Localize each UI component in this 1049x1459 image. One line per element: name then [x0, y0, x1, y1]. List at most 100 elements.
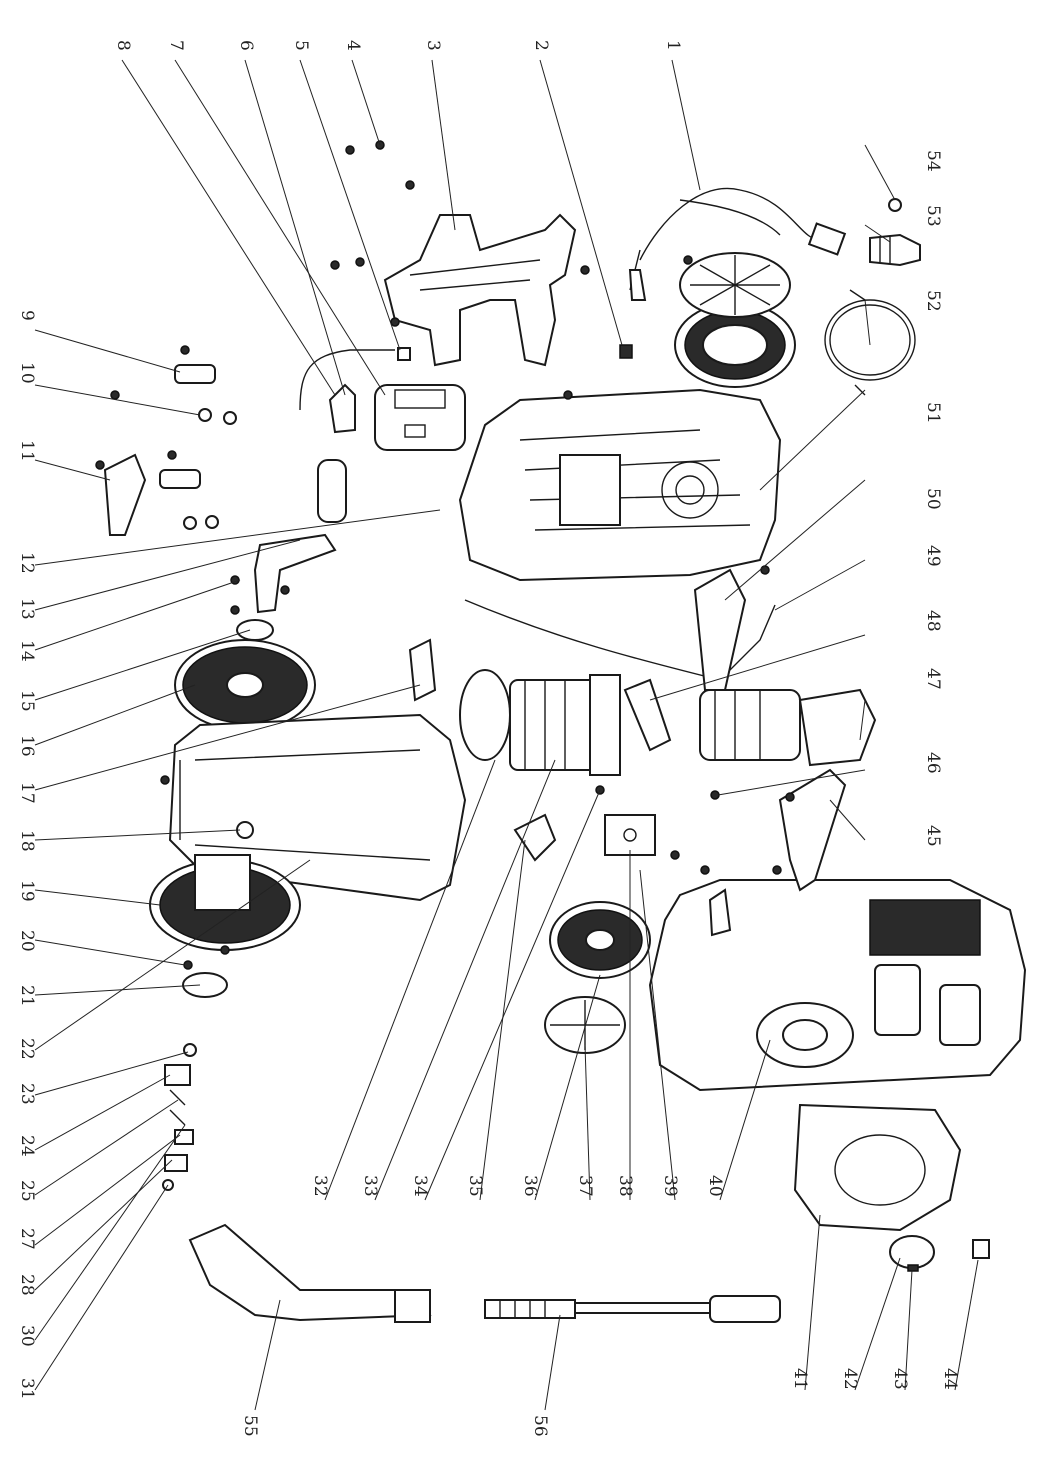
label-46: 46	[923, 752, 943, 774]
switch-box-part-38	[604, 814, 656, 856]
fitting-part-5	[397, 347, 411, 361]
reel-disc-part-16	[174, 639, 316, 731]
pin-part-43	[907, 1264, 919, 1272]
label-13: 13	[17, 598, 37, 620]
label-31: 31	[17, 1378, 37, 1400]
label-2: 2	[531, 40, 551, 51]
nut-part-10c	[183, 516, 197, 530]
label-1: 1	[663, 40, 683, 51]
pump-part-47	[699, 688, 877, 767]
label-54: 54	[923, 150, 943, 172]
label-12: 12	[17, 552, 37, 574]
label-43: 43	[890, 1368, 910, 1390]
label-3: 3	[423, 40, 443, 51]
rear-wheel-part	[674, 252, 796, 388]
rear-housing-part-51	[458, 388, 782, 582]
flange-part-15	[236, 619, 274, 641]
cap-part-6	[328, 383, 356, 434]
label-22: 22	[17, 1038, 37, 1060]
leader-lines	[34, 59, 979, 1411]
nut-part-10d	[205, 515, 219, 529]
label-56: 56	[530, 1415, 550, 1437]
label-7: 7	[166, 40, 186, 51]
label-50: 50	[923, 488, 943, 510]
label-19: 19	[17, 880, 37, 902]
label-30: 30	[17, 1325, 37, 1347]
o-ring-part-54	[888, 198, 902, 212]
bracket-part-9b	[159, 469, 201, 489]
label-55: 55	[240, 1415, 260, 1437]
label-33: 33	[360, 1175, 380, 1197]
base-tray-part-41	[793, 1103, 962, 1232]
knob-part-42	[889, 1235, 935, 1269]
plug-part-2	[619, 344, 633, 359]
suction-hose-part-8	[299, 349, 395, 411]
label-14: 14	[17, 640, 37, 662]
motor-part-33	[459, 669, 621, 776]
valve-assembly-parts-23-31	[162, 1043, 197, 1191]
label-53: 53	[923, 205, 943, 227]
label-17: 17	[17, 782, 37, 804]
flange-part-21	[182, 972, 228, 998]
hose-part-52	[824, 289, 916, 396]
label-48: 48	[923, 610, 943, 632]
quick-connector-part-53	[869, 233, 921, 267]
label-49: 49	[923, 545, 943, 567]
nut-part-10	[198, 408, 212, 422]
label-15: 15	[17, 690, 37, 712]
label-45: 45	[923, 825, 943, 847]
label-41: 41	[790, 1368, 810, 1390]
cover-part-35	[513, 813, 557, 862]
label-28: 28	[17, 1274, 37, 1296]
crank-part-13	[253, 533, 337, 614]
nut-part-10b	[223, 411, 237, 425]
label-4: 4	[343, 40, 363, 51]
label-35: 35	[465, 1175, 485, 1197]
label-8: 8	[113, 40, 133, 51]
clip-part-40a	[708, 888, 732, 937]
plate-part-18	[408, 638, 437, 702]
label-18: 18	[17, 830, 37, 852]
label-52: 52	[923, 290, 943, 312]
reel-disc-part-20	[149, 854, 301, 951]
label-40: 40	[705, 1175, 725, 1197]
label-27: 27	[17, 1228, 37, 1250]
label-9: 9	[17, 310, 37, 321]
label-21: 21	[17, 985, 37, 1007]
label-42: 42	[840, 1368, 860, 1390]
label-51: 51	[923, 402, 943, 424]
gasket-part-48	[623, 678, 672, 752]
label-6: 6	[236, 40, 256, 51]
label-37: 37	[575, 1175, 595, 1197]
label-44: 44	[940, 1368, 960, 1390]
label-24: 24	[17, 1135, 37, 1157]
bracket-part-50	[693, 568, 747, 691]
bracket-part-45	[778, 768, 847, 892]
front-wheel-part-36	[549, 901, 651, 979]
label-5: 5	[291, 40, 311, 51]
label-39: 39	[660, 1175, 680, 1197]
grip-part-12	[317, 459, 347, 523]
detergent-tank-part-7	[374, 384, 466, 451]
label-10: 10	[17, 362, 37, 384]
front-housing-part-40	[648, 879, 1027, 1092]
screws	[95, 140, 795, 970]
plug-part-44	[972, 1239, 990, 1259]
label-47: 47	[923, 668, 943, 690]
bracket-part-9	[174, 364, 216, 384]
label-11: 11	[17, 440, 37, 462]
label-23: 23	[17, 1083, 37, 1105]
label-32: 32	[310, 1175, 330, 1197]
label-25: 25	[17, 1180, 37, 1202]
spray-gun-part-55	[188, 1223, 432, 1323]
power-cord-part-1	[628, 187, 847, 301]
hubcap-part-37	[544, 996, 626, 1054]
label-16: 16	[17, 735, 37, 757]
label-38: 38	[615, 1175, 635, 1197]
lance-part-56	[484, 1295, 781, 1323]
part-number-labels: 1 2 3 4 5 6 7 8 9 10 11 54 53 52 51 50 4…	[17, 40, 960, 1437]
reel-frame-part-22	[168, 713, 467, 902]
label-34: 34	[410, 1175, 430, 1197]
handle-cover-part-11	[103, 453, 147, 536]
